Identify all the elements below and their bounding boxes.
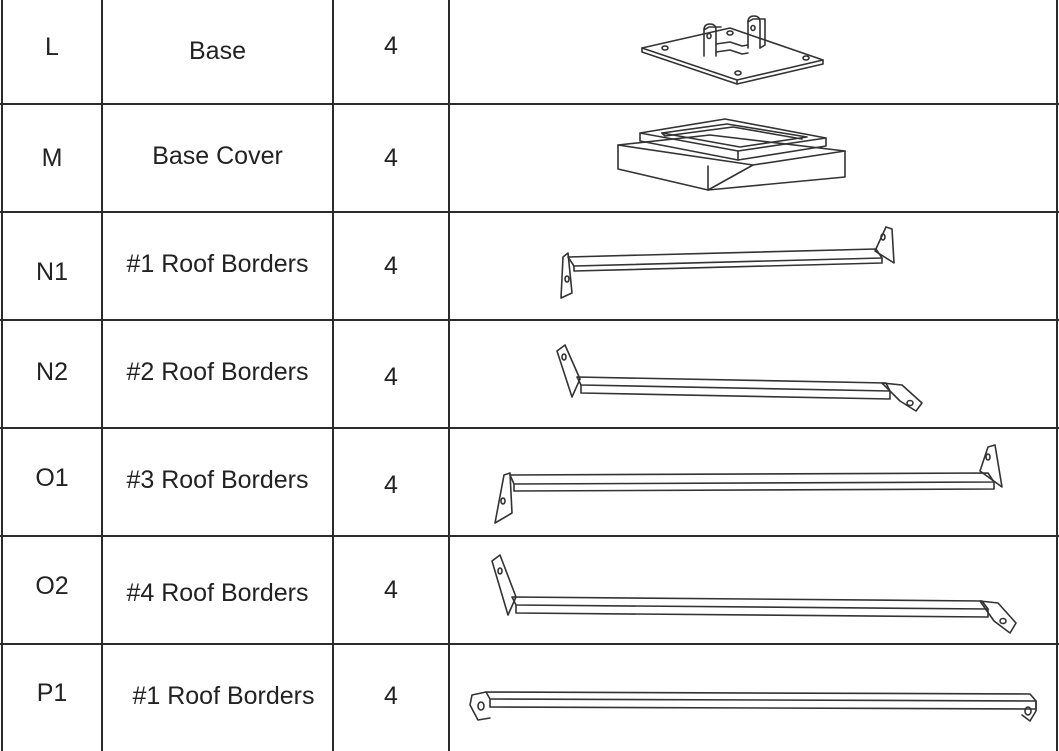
- part-id: L: [45, 33, 59, 61]
- base-cover-icon: [617, 118, 846, 191]
- part-id: O2: [35, 571, 69, 600]
- part-quantity: 4: [384, 32, 398, 60]
- part-id: N1: [36, 257, 68, 286]
- row-divider: [0, 427, 1059, 429]
- row-divider: [0, 103, 1059, 105]
- part-image-cell: [450, 0, 1056, 103]
- part-image-cell: [450, 213, 1056, 319]
- part-image-cell: [450, 645, 1056, 751]
- part-quantity: 4: [384, 681, 398, 710]
- part-image-cell: [450, 105, 1056, 211]
- part-id: P1: [36, 678, 68, 707]
- table-border-right: [1056, 0, 1058, 751]
- part-id: O1: [35, 463, 69, 492]
- part-image-cell: [450, 537, 1056, 643]
- table-row: P1 #1 Roof Borders 4: [0, 645, 1059, 751]
- part-quantity: 4: [384, 575, 398, 604]
- roof-border-bar-icon: [560, 226, 895, 299]
- table-row: O2 #4 Roof Borders 4: [0, 537, 1059, 643]
- part-id: M: [41, 143, 63, 172]
- part-name: #2 Roof Borders: [126, 357, 309, 386]
- part-image-cell: [450, 429, 1056, 535]
- part-id: N2: [36, 357, 68, 386]
- column-divider: [101, 0, 103, 751]
- part-name: #1 Roof Borders: [132, 681, 315, 710]
- roof-border-bar-icon: [491, 554, 1017, 634]
- row-divider: [0, 319, 1059, 321]
- column-divider: [448, 0, 450, 751]
- table-row: N2 #2 Roof Borders 4: [0, 321, 1059, 427]
- roof-border-bar-icon: [469, 691, 1037, 722]
- table-row: L Base 4: [0, 0, 1059, 103]
- table-row: N1 #1 Roof Borders 4: [0, 213, 1059, 319]
- part-image-cell: [450, 321, 1056, 427]
- part-quantity: 4: [384, 470, 398, 499]
- column-divider: [332, 0, 334, 751]
- part-name: Base: [189, 37, 246, 65]
- roof-border-bar-icon: [556, 344, 923, 412]
- table-border-left: [1, 0, 3, 751]
- part-quantity: 4: [384, 143, 398, 172]
- part-name: Base Cover: [152, 141, 283, 170]
- part-quantity: 4: [384, 362, 398, 391]
- part-name: #1 Roof Borders: [126, 249, 309, 278]
- base-plate-icon: [641, 15, 824, 85]
- part-quantity: 4: [384, 251, 398, 280]
- row-divider: [0, 211, 1059, 213]
- roof-border-bar-icon: [494, 444, 1003, 524]
- part-name: #4 Roof Borders: [126, 578, 309, 607]
- table-row: O1 #3 Roof Borders 4: [0, 429, 1059, 535]
- table-row: M Base Cover 4: [0, 105, 1059, 211]
- row-divider: [0, 643, 1059, 645]
- part-name: #3 Roof Borders: [126, 465, 309, 494]
- row-divider: [0, 535, 1059, 537]
